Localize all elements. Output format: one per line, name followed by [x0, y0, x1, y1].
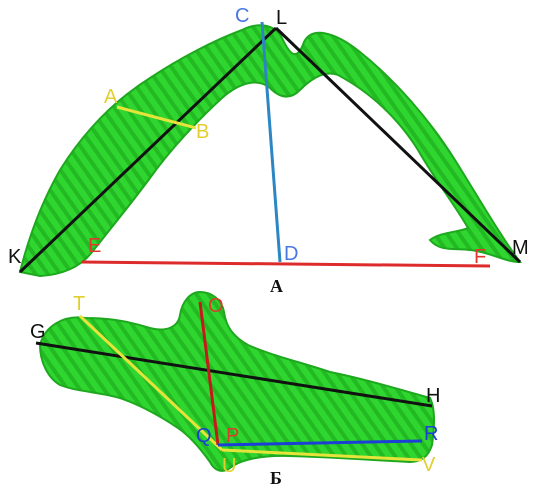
line-C-D [260, 21, 282, 263]
side-bone-shape [38, 290, 435, 472]
line-O-P [198, 301, 220, 446]
line-A-B [116, 105, 197, 130]
panel-a-caption: А [270, 276, 283, 296]
label-Q: Q [196, 425, 212, 447]
line-Q-R [217, 439, 423, 447]
panel-b: G T O H Q P R U V Б [30, 290, 440, 488]
label-M: M [512, 237, 529, 259]
label-G: G [30, 321, 46, 343]
label-A: A [104, 86, 118, 108]
line-T-U [78, 314, 224, 452]
label-T: T [73, 293, 85, 315]
line-U-V [221, 448, 423, 462]
label-E: E [88, 235, 101, 257]
label-V: V [422, 454, 436, 476]
label-L: L [276, 7, 287, 29]
panel-b-caption: Б [270, 468, 282, 488]
label-H: H [426, 385, 440, 407]
label-B: B [196, 121, 209, 143]
line-L-M [274, 26, 522, 264]
label-F: F [474, 246, 486, 268]
line-K-L [18, 26, 278, 274]
line-G-H [35, 341, 433, 408]
label-O: O [208, 295, 224, 317]
line-E-F [81, 260, 491, 268]
label-P: P [226, 425, 239, 447]
label-R: R [424, 423, 438, 445]
arch-bone-shape [18, 24, 522, 278]
label-K: K [8, 246, 22, 268]
label-U: U [222, 455, 236, 477]
label-C: C [235, 5, 249, 27]
panel-a: C L A B K E D F M А [8, 5, 529, 296]
label-D: D [284, 243, 298, 265]
